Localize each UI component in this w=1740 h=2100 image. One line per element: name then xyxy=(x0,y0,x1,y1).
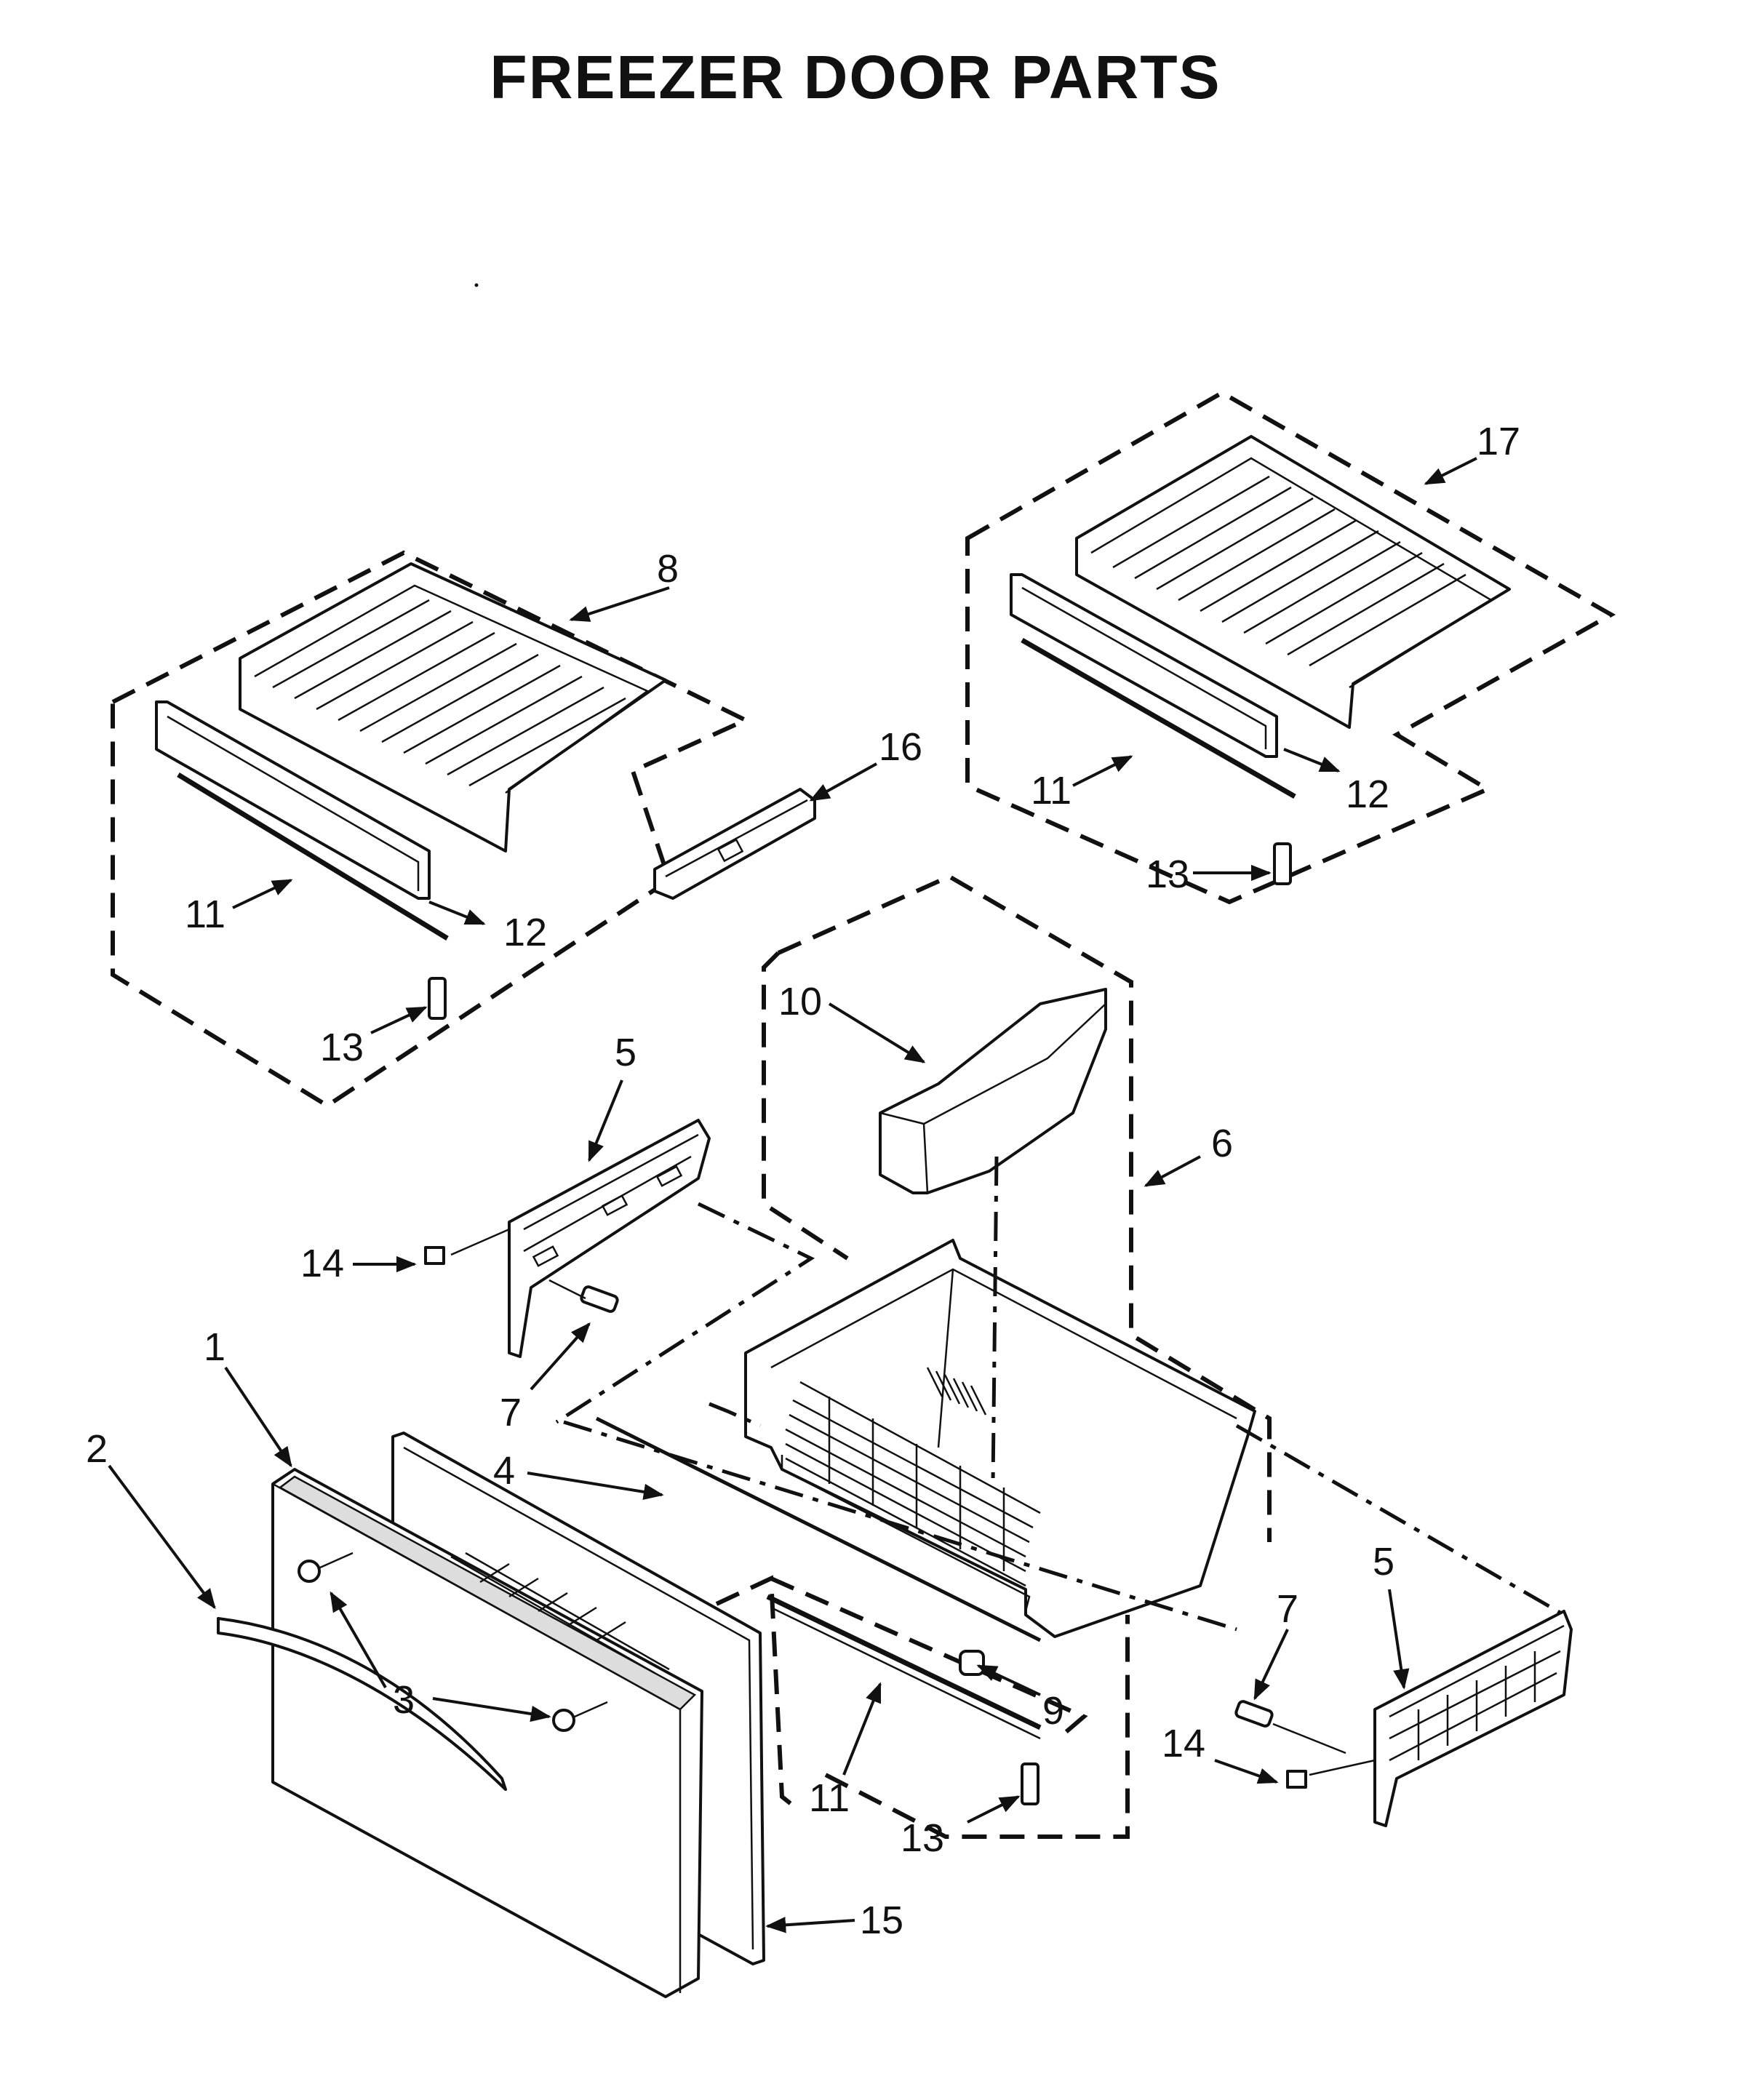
upper-right-screw xyxy=(1273,842,1292,885)
callout-6: 6 xyxy=(1211,1122,1233,1165)
door-top-crosshatch xyxy=(450,1552,670,1674)
callout-14-right: 14 xyxy=(1162,1722,1205,1765)
tray-ribs xyxy=(272,599,626,787)
callout-12-upper-right: 12 xyxy=(1346,772,1389,816)
rail-pad-14-left xyxy=(424,1246,445,1265)
callout-15: 15 xyxy=(860,1899,903,1942)
hinge-bracket-16 xyxy=(653,762,877,900)
callout-7-left: 7 xyxy=(500,1391,522,1434)
drawer-vent xyxy=(926,1367,987,1416)
lower-trim-assembly xyxy=(715,1575,1130,1839)
upper-left-screw xyxy=(428,977,447,1020)
upper-right-tray xyxy=(1075,435,1511,729)
callout-labels: 1 2 3 4 5 5 6 7 7 8 9 10 11 11 11 12 12 … xyxy=(86,420,1520,1942)
callout-11-upper-right: 11 xyxy=(1031,769,1071,813)
callout-9: 9 xyxy=(1042,1689,1064,1733)
callout-2: 2 xyxy=(86,1427,108,1471)
callout-7-right: 7 xyxy=(1277,1587,1298,1631)
freezer-drawer xyxy=(744,1239,1256,1638)
basket-assembly-upper-right xyxy=(965,390,1616,905)
freezer-door-assembly xyxy=(108,1366,1042,1998)
callout-8: 8 xyxy=(657,547,679,591)
page-title: FREEZER DOOR PARTS xyxy=(490,43,1221,111)
slide-rail-right xyxy=(1214,1589,1573,1827)
callout-10: 10 xyxy=(778,980,822,1023)
basket-assembly-center xyxy=(744,874,1272,1638)
rail-screw-7-left xyxy=(580,1285,619,1313)
callout-13-upper-left: 13 xyxy=(320,1026,364,1069)
callout-4: 4 xyxy=(493,1449,515,1493)
grommet-9 xyxy=(959,1650,985,1676)
bin-10 xyxy=(879,988,1107,1194)
callout-17: 17 xyxy=(1477,420,1520,463)
tray-ribs xyxy=(1112,475,1466,667)
rail-screw-7-right xyxy=(1234,1700,1274,1728)
callout-13-upper-right: 13 xyxy=(1146,853,1189,896)
rail-pad-14-right xyxy=(1286,1770,1307,1789)
callout-1: 1 xyxy=(204,1325,226,1369)
callout-16: 16 xyxy=(879,725,922,769)
callout-5-right: 5 xyxy=(1373,1540,1394,1584)
group-boundary-6 xyxy=(762,951,849,1261)
freezer-door-1 xyxy=(271,1468,703,1998)
door-handle-2 xyxy=(217,1617,507,1791)
group-boundary-8 xyxy=(111,550,751,1109)
door-screw-3b xyxy=(552,1709,575,1732)
assembly-line-right xyxy=(1235,1424,1565,1617)
door-screw-3a xyxy=(298,1560,321,1583)
slide-rail-left xyxy=(353,1079,815,1428)
callout-5-left: 5 xyxy=(615,1031,636,1074)
lower-screw-13 xyxy=(1021,1762,1039,1805)
callout-3: 3 xyxy=(393,1678,415,1722)
callout-11-lower: 11 xyxy=(809,1776,850,1820)
group-boundary-17 xyxy=(965,390,1616,905)
callout-12-upper-left: 12 xyxy=(503,911,547,954)
basket-assembly-upper-left xyxy=(111,550,751,1109)
stray-dot xyxy=(474,283,479,287)
callout-11-upper-left: 11 xyxy=(185,893,226,936)
group-boundary-lower xyxy=(715,1575,802,1813)
callout-14-left: 14 xyxy=(300,1242,344,1285)
upper-left-front-trim xyxy=(155,700,431,900)
callout-13-lower: 13 xyxy=(901,1816,944,1860)
